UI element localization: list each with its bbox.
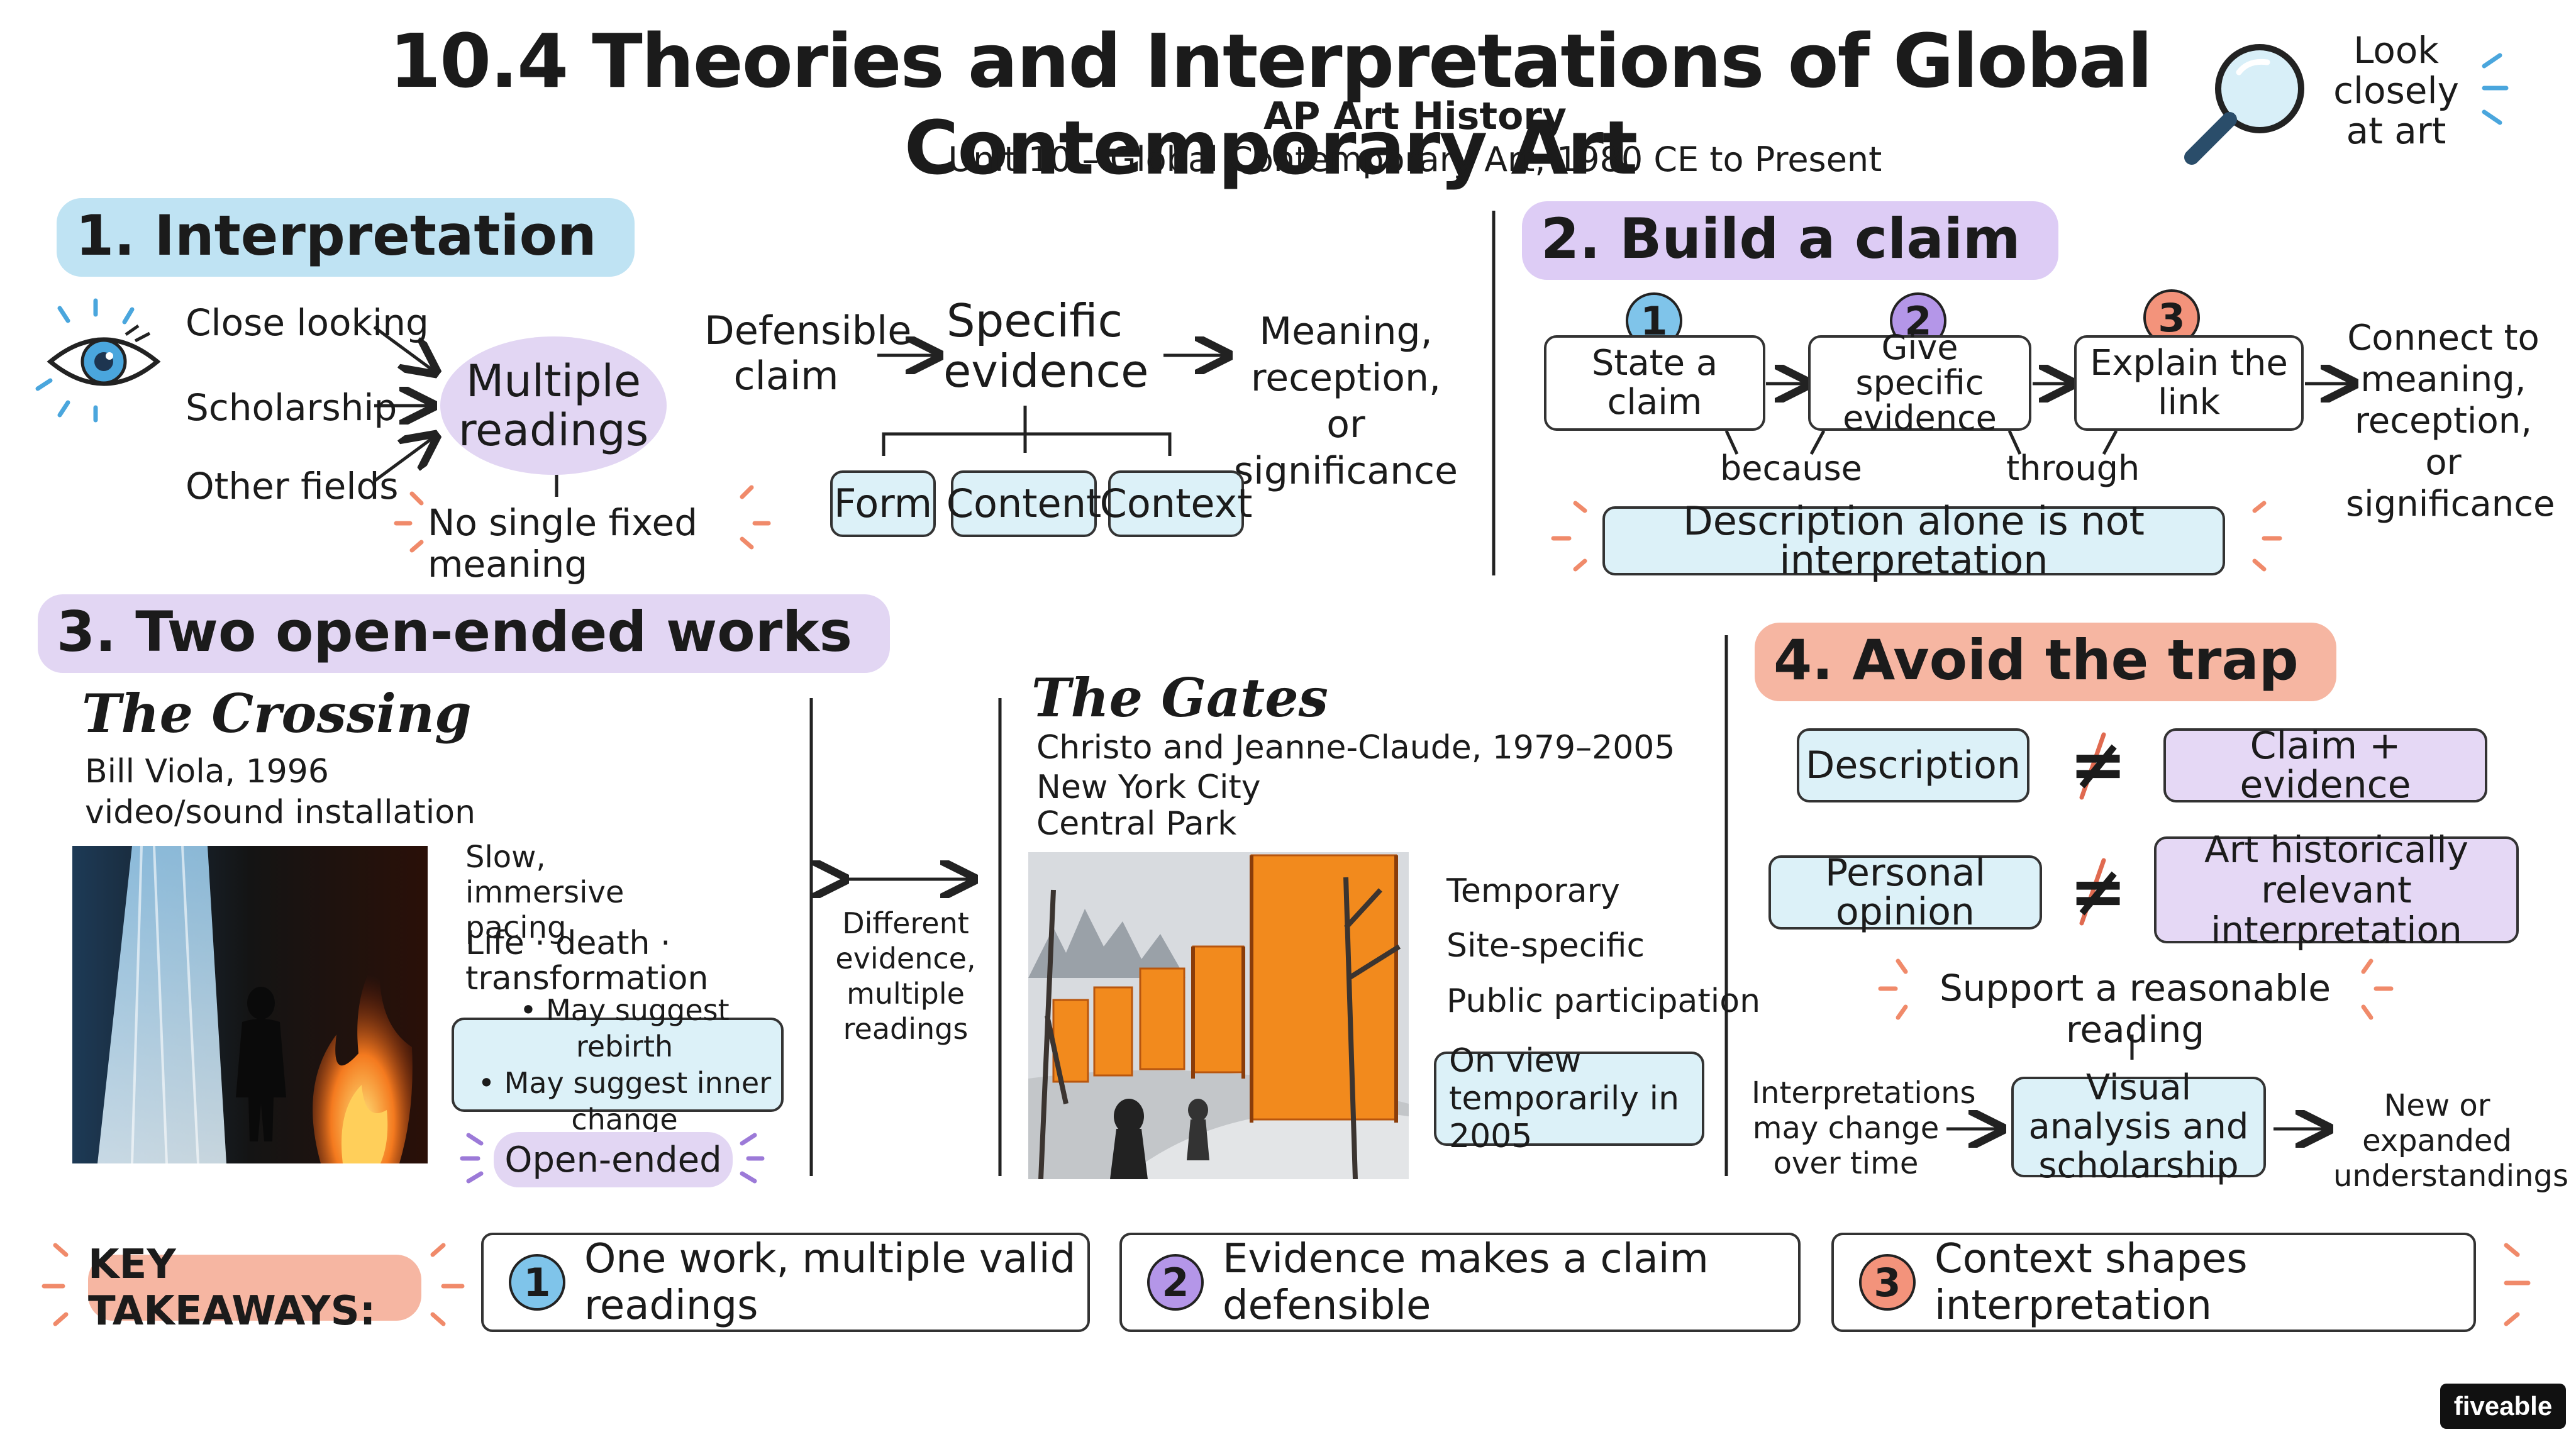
takeaway-1-number: 1 (509, 1254, 565, 1311)
connect-label: Connect to meaning, reception, or signif… (2346, 318, 2555, 525)
look-closely-label: Look closely at art (2333, 29, 2459, 152)
step-state-claim: State a claim (1544, 335, 1765, 431)
key-takeaways-label: KEY TAKEAWAYS: (88, 1241, 421, 1335)
content-box: Content (947, 470, 1101, 537)
multiple-readings-bubble: Multiple readings (440, 336, 667, 475)
gates-location-city: New York City (1036, 769, 1261, 806)
support-reasonable-reading-label: Support a reasonable reading (1939, 967, 2331, 1051)
unit-label: Unit 10 – Global Contemporary Art, 1980 … (948, 140, 1882, 179)
gates-feature-participation: Public participation (1446, 982, 1761, 1020)
gates-feature-site-specific: Site-specific (1446, 927, 1645, 965)
gates-on-view-box: On view temporarily in 2005 (1434, 1042, 1704, 1155)
claim-evidence-box: Claim + evidence (2163, 726, 2487, 804)
specific-evidence-label: Specific evidence (943, 294, 1149, 397)
gates-title: The Gates (1031, 667, 1328, 729)
crossing-medium: video/sound installation (85, 794, 476, 831)
form-box: Form (830, 470, 936, 537)
crossing-readings-box: • May suggest rebirth • May suggest inne… (452, 993, 784, 1136)
magnifier-icon (2184, 44, 2304, 165)
personal-opinion-box: Personal opinion (1768, 853, 2042, 931)
description-not-interpretation-banner: Description alone is not interpretation (1602, 502, 2225, 580)
scholarship-label: Scholarship (186, 386, 397, 429)
takeaway-3-text: Context shapes interpretation (1935, 1236, 2248, 1329)
different-evidence-label: Different evidence, multiple readings (835, 906, 976, 1046)
no-single-meaning-label: No single fixed meaning (428, 501, 698, 586)
new-understandings-label: New or expanded understandings (2333, 1088, 2568, 1194)
takeaway-2-number: 2 (1147, 1254, 1204, 1311)
section-4-heading: 4. Avoid the trap (1755, 623, 2336, 701)
through-label: through (2006, 448, 2140, 488)
takeaway-2: 2 Evidence makes a claim defensible (1119, 1233, 1801, 1332)
section-3-heading: 3. Two open-ended works (38, 594, 891, 673)
description-box: Description (1797, 728, 2029, 802)
gates-location-park: Central Park (1036, 805, 1237, 843)
crossing-artwork-image (72, 846, 428, 1163)
course-subtitle: AP Art History (1263, 94, 1567, 138)
takeaway-1-text: One work, multiple valid readings (584, 1236, 1076, 1329)
because-label: because (1720, 448, 1862, 488)
takeaway-2-text: Evidence makes a claim defensible (1223, 1236, 1709, 1329)
meaning-label: Meaning, reception, or significance (1233, 309, 1458, 493)
takeaway-3-number: 3 (1859, 1254, 1916, 1311)
section-1-heading: 1. Interpretation (57, 198, 635, 277)
crossing-reading-inner-change: • May suggest inner change (477, 1066, 772, 1136)
crossing-artist: Bill Viola, 1996 (85, 753, 329, 791)
gates-artwork-image (1028, 852, 1409, 1179)
context-box: Context (1100, 470, 1252, 537)
visual-analysis-box: Visual analysis and scholarship (2011, 1069, 2266, 1185)
defensible-claim-label: Defensible claim (704, 308, 912, 399)
not-equal-sign-1: ≠ (2069, 724, 2128, 804)
eye-icon (47, 324, 161, 386)
step-explain-link: Explain the link (2074, 335, 2304, 431)
takeaway-1: 1 One work, multiple valid readings (481, 1233, 1090, 1332)
page-title: 10.4 Theories and Interpretations of Glo… (389, 18, 2153, 191)
crossing-title: The Crossing (82, 682, 472, 745)
may-change-label: Interpretations may change over time (1752, 1075, 1976, 1181)
gates-feature-temporary: Temporary (1446, 872, 1620, 910)
open-ended-pill: Open-ended (494, 1132, 733, 1187)
other-fields-label: Other fields (186, 465, 399, 508)
crossing-note-themes: Life · death · transformation (465, 924, 709, 997)
relevant-interpretation-box: Art historically relevant interpretation (2154, 830, 2519, 950)
step-give-evidence: Give specific evidence (1808, 330, 2031, 436)
crossing-reading-rebirth: • May suggest rebirth (519, 993, 730, 1063)
crossing-note-pacing: Slow, immersive pacing (465, 840, 625, 945)
section-2-heading: 2. Build a claim (1522, 201, 2058, 280)
brand-logo: fiveable (2440, 1384, 2566, 1429)
gates-artist: Christo and Jeanne-Claude, 1979–2005 (1036, 729, 1675, 767)
takeaway-3: 3 Context shapes interpretation (1831, 1233, 2476, 1332)
close-looking-label: Close looking (186, 301, 429, 344)
not-equal-sign-2: ≠ (2069, 851, 2128, 931)
